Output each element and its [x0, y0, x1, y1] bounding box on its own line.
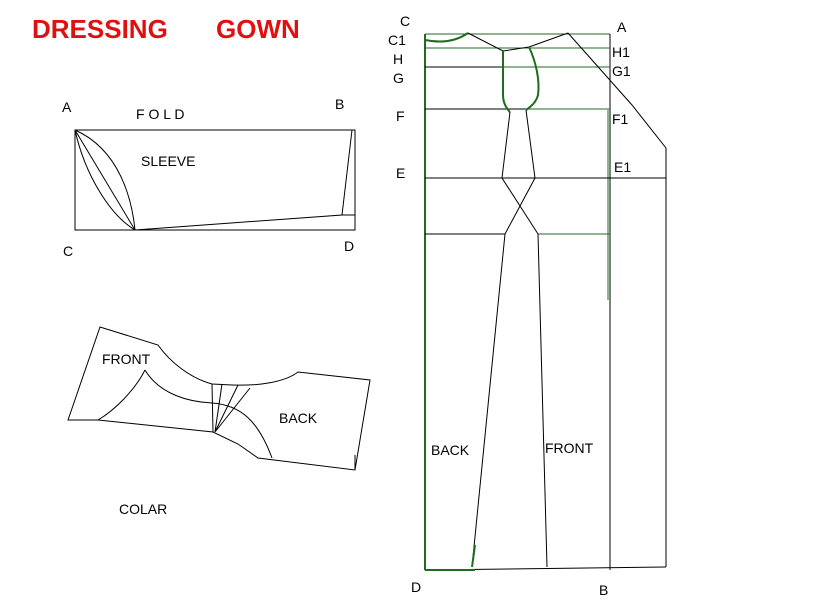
- gown-pattern: C C1 H G F E D A H1 G1 F1 E1 B BACK FRON…: [388, 13, 667, 598]
- collar-center-darts: [211, 383, 251, 433]
- gown-point-e1: E1: [614, 159, 631, 175]
- title-word-gown: GOWN: [216, 14, 300, 44]
- gown-front-side-seam: [501, 111, 548, 568]
- gown-point-b: B: [599, 582, 608, 598]
- sleeve-cap-curve-outer: [74, 129, 136, 231]
- sleeve-fold-label: F O L D: [136, 106, 185, 122]
- sleeve-diagonal: [74, 129, 136, 231]
- gown-shoulder-lines: [467, 32, 569, 52]
- gown-back-neck-curve: [424, 32, 469, 43]
- sleeve-corner-d: D: [344, 238, 354, 254]
- collar-front-neck-curve: [97, 369, 146, 421]
- gown-point-e: E: [396, 165, 405, 181]
- gown-back-side-seam: [471, 109, 536, 568]
- gown-point-g: G: [393, 70, 404, 86]
- gown-point-h1: H1: [612, 44, 630, 60]
- gown-back-label: BACK: [431, 442, 470, 458]
- sleeve-corner-b: B: [335, 96, 344, 112]
- collar-front-label: FRONT: [102, 351, 151, 367]
- sleeve-seam-line: [134, 129, 353, 231]
- gown-point-g1: G1: [612, 63, 631, 79]
- gown-point-f1: F1: [612, 111, 629, 127]
- gown-front-armhole: [525, 46, 540, 111]
- gown-back-armhole: [502, 51, 511, 113]
- gown-point-a: A: [617, 19, 627, 35]
- gown-front-label: FRONT: [545, 440, 594, 456]
- sleeve-name-label: SLEEVE: [141, 153, 195, 169]
- gown-point-h: H: [393, 51, 403, 67]
- sleeve-outline: [74, 129, 356, 231]
- sleeve-corner-c: C: [63, 243, 73, 259]
- gown-front-wrap-edge: [567, 32, 667, 567]
- sleeve-pattern: A B C D F O L D SLEEVE: [62, 96, 356, 259]
- collar-back-label: BACK: [279, 410, 318, 426]
- sleeve-corner-a: A: [62, 99, 72, 115]
- collar-name-label: COLAR: [119, 501, 167, 517]
- gown-point-f: F: [396, 108, 405, 124]
- gown-back-hem-tick: [471, 544, 476, 568]
- sleeve-cap-curve-inner: [74, 129, 136, 231]
- title-word-dressing: DRESSING: [32, 14, 168, 44]
- gown-point-c1: C1: [388, 32, 406, 48]
- gown-point-d: D: [411, 579, 421, 595]
- collar-outline: [67, 326, 371, 471]
- title: DRESSING GOWN: [32, 14, 300, 44]
- gown-point-c: C: [400, 13, 410, 29]
- collar-pattern: FRONT BACK COLAR: [67, 326, 371, 517]
